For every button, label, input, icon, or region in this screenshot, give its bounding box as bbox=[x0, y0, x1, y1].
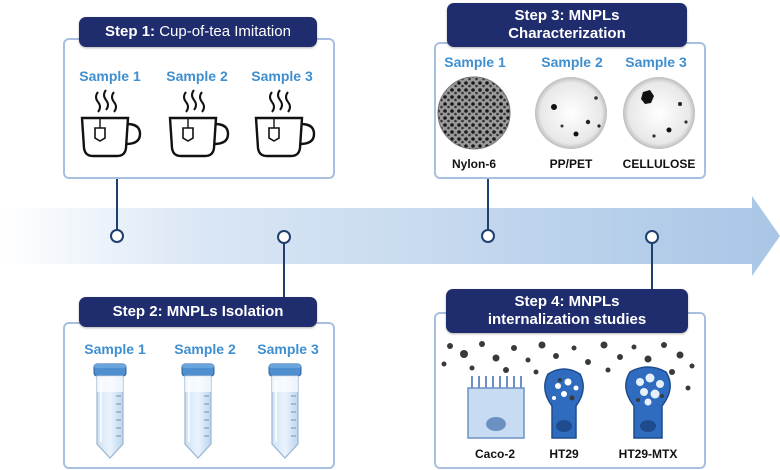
tea-cups bbox=[80, 88, 316, 158]
micrograph-sample-3 bbox=[623, 77, 695, 149]
step2-sample-1-label: Sample 1 bbox=[84, 341, 146, 357]
node-step3 bbox=[481, 229, 495, 243]
tube-icon-1 bbox=[93, 363, 127, 459]
step3-material-3: CELLULOSE bbox=[622, 157, 696, 171]
falcon-tubes bbox=[93, 363, 302, 459]
connector-step1 bbox=[116, 175, 118, 231]
node-step1 bbox=[110, 229, 124, 243]
step1-sample-2-label: Sample 2 bbox=[166, 68, 228, 84]
tea-cup-icon-2 bbox=[168, 88, 230, 158]
tea-cup-icon-1 bbox=[80, 88, 142, 158]
micrograph-sample-1 bbox=[437, 76, 511, 150]
ht29-mtx-cell bbox=[625, 366, 671, 439]
node-step4 bbox=[645, 230, 659, 244]
step1-title: Step 1: Cup-of-tea Imitation bbox=[79, 17, 317, 47]
step1-sample-3-label: Sample 3 bbox=[251, 68, 313, 84]
step3-material-2: PP/PET bbox=[549, 157, 593, 171]
step1-sample-1-label: Sample 1 bbox=[79, 68, 141, 84]
step3-sample-2-label: Sample 2 bbox=[541, 54, 603, 70]
tea-cup-icon-3 bbox=[254, 88, 316, 158]
step2-sample-2-label: Sample 2 bbox=[174, 341, 236, 357]
connector-step3 bbox=[487, 175, 489, 231]
step4-title-line1: Step 4: MNPLs bbox=[514, 293, 620, 310]
step3-material-1: Nylon-6 bbox=[451, 157, 496, 171]
step3-title-line2: Characterization bbox=[508, 25, 626, 42]
step4-title-line2: internalization studies bbox=[487, 311, 647, 328]
step2-title: Step 2: MNPLs Isolation bbox=[79, 297, 317, 327]
connector-step4 bbox=[651, 242, 653, 290]
micrographs bbox=[437, 76, 695, 150]
node-step2 bbox=[277, 230, 291, 244]
cell-illustrations bbox=[441, 341, 695, 439]
step3-title-line1: Step 3: MNPLs bbox=[514, 7, 620, 24]
step1-title-bold: Step 1: bbox=[105, 23, 156, 40]
step4-cell-3-label: HT29-MTX bbox=[618, 447, 678, 461]
step3-sample-1-label: Sample 1 bbox=[444, 54, 506, 70]
caco2-cell bbox=[467, 376, 525, 439]
step4-title: Step 4: MNPLs internalization studies bbox=[446, 289, 688, 333]
step4-cell-2-label: HT29 bbox=[549, 447, 579, 461]
ht29-cell bbox=[544, 368, 584, 439]
particles bbox=[441, 341, 695, 391]
micrograph-sample-2 bbox=[535, 77, 607, 149]
step2-sample-3-label: Sample 3 bbox=[257, 341, 319, 357]
step3-title: Step 3: MNPLs Characterization bbox=[447, 3, 687, 47]
step3-sample-3-label: Sample 3 bbox=[625, 54, 687, 70]
tube-icon-2 bbox=[181, 363, 215, 459]
tube-icon-3 bbox=[268, 363, 302, 459]
connector-step2 bbox=[283, 242, 285, 302]
step4-cell-1-label: Caco-2 bbox=[474, 447, 515, 461]
step1-title-rest: Cup-of-tea Imitation bbox=[155, 23, 291, 40]
